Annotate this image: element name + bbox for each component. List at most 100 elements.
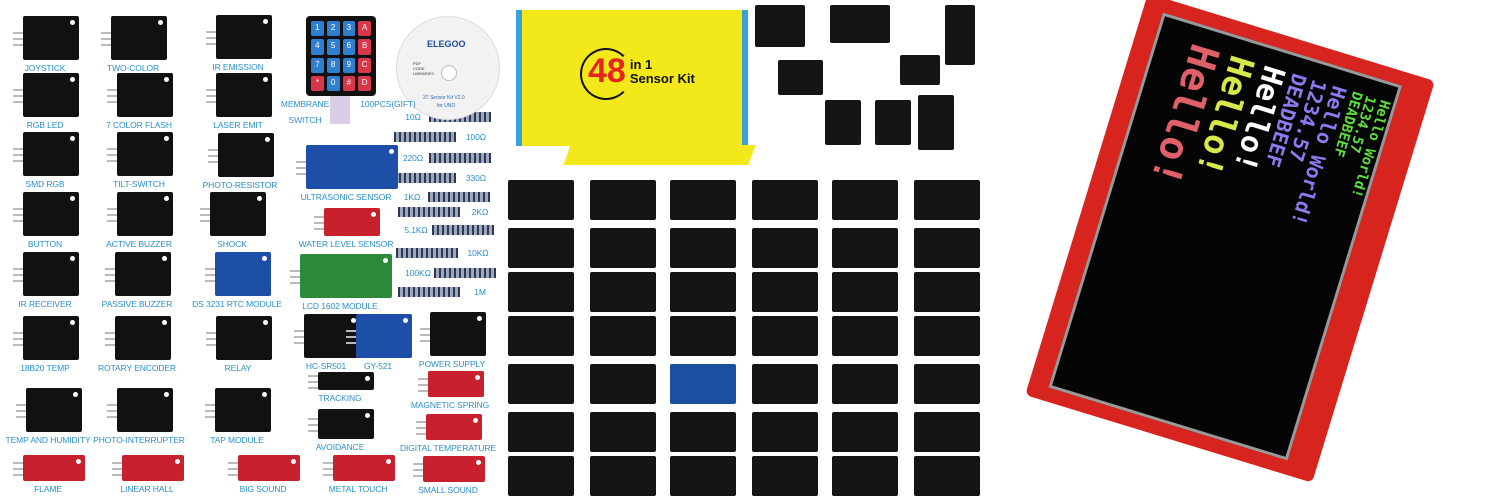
sensor-module — [752, 412, 818, 452]
cd-line: CODE — [413, 66, 425, 71]
sensor-module — [208, 133, 274, 177]
sensor-module — [914, 316, 980, 356]
elegoo-cd: ELEGOO PDF CODE LIBRARIES 37 Sensor Kit … — [396, 16, 500, 120]
header-pin — [308, 381, 318, 383]
header-pin — [107, 416, 117, 418]
header-pin — [13, 160, 23, 162]
box-line2: Sensor Kit — [629, 70, 695, 86]
keypad-key: D — [358, 75, 371, 91]
header-pin — [13, 280, 23, 282]
sensor-module — [107, 388, 173, 432]
header-pin — [13, 220, 23, 222]
header-pin — [294, 330, 304, 332]
resistor-strip — [398, 207, 460, 217]
resistor-strip — [394, 173, 456, 183]
header-pin — [13, 154, 23, 156]
resistor-value-label: 330Ω — [465, 173, 487, 183]
module-label: IR EMISSION — [212, 62, 264, 72]
sensor-module — [918, 95, 954, 150]
module-label: POWER SUPPLY — [418, 359, 486, 369]
header-pin — [13, 274, 23, 276]
mount-hole — [162, 256, 167, 261]
cd-line: PDF — [413, 61, 421, 66]
resistor-value-label: 1KΩ — [403, 192, 421, 202]
keypad-key: A — [358, 21, 371, 37]
header-pin — [112, 468, 122, 470]
sensor-module — [508, 228, 574, 268]
resistor-value-label: 5.1KΩ — [404, 225, 428, 235]
sensor-module — [508, 272, 574, 312]
module-label: ULTRASONIC SENSOR — [300, 192, 392, 202]
header-pin — [208, 161, 218, 163]
resistor-value-label: 100Ω — [465, 132, 487, 142]
header-pin — [13, 148, 23, 150]
mount-hole — [70, 20, 75, 25]
header-pin — [418, 390, 428, 392]
header-pin — [413, 463, 423, 465]
module-label: PASSIVE BUZZER — [101, 299, 173, 309]
module-label: BIG SOUND — [239, 484, 287, 494]
sensor-module — [670, 272, 736, 312]
sensor-module — [752, 316, 818, 356]
keypad-key: 7 — [311, 57, 324, 73]
header-pin — [105, 332, 115, 334]
header-pin — [228, 462, 238, 464]
header-pin — [112, 462, 122, 464]
module-label: AVOIDANCE — [315, 442, 365, 452]
module-label: MAGNETIC SPRING — [410, 400, 490, 410]
sensor-module — [914, 456, 980, 496]
mount-hole — [386, 459, 391, 464]
module-label: TAP MODULE — [210, 435, 264, 445]
module-label: RGB LED — [26, 120, 64, 130]
box-line1: in 1 — [629, 56, 653, 72]
header-pin — [13, 338, 23, 340]
header-pin — [13, 344, 23, 346]
sensor-module — [590, 228, 656, 268]
module-label: SMD RGB — [25, 179, 65, 189]
mount-hole — [263, 320, 268, 325]
sensor-module — [752, 272, 818, 312]
header-pin — [112, 474, 122, 476]
sensor-module — [413, 456, 485, 482]
sensor-module — [228, 455, 300, 481]
header-pin — [107, 214, 117, 216]
resistor-strip — [428, 192, 490, 202]
header-pin — [13, 332, 23, 334]
header-pin — [101, 44, 111, 46]
mount-hole — [162, 320, 167, 325]
cd-title: 37 Sensor Kit V2.0 — [423, 95, 465, 101]
sensor-module — [830, 5, 890, 43]
header-pin — [296, 167, 306, 169]
sensor-module — [13, 192, 79, 236]
module-label: JOYSTICK — [24, 63, 66, 73]
header-pin — [107, 220, 117, 222]
mount-hole — [477, 316, 482, 321]
keypad-key: 3 — [342, 21, 356, 37]
keypad-key: C — [358, 57, 371, 73]
sensor-module — [670, 364, 736, 404]
keypad-key: 5 — [326, 39, 340, 55]
mount-hole — [164, 196, 169, 201]
header-pin — [107, 404, 117, 406]
module-label: METAL TOUCH — [328, 484, 388, 494]
header-pin — [416, 427, 426, 429]
module-label: FLAME — [34, 484, 62, 494]
header-pin — [323, 468, 333, 470]
header-pin — [205, 404, 215, 406]
resistor-value-label: 100KΩ — [405, 268, 431, 278]
header-pin — [13, 95, 23, 97]
mount-hole — [164, 136, 169, 141]
module-label: BUTTON — [27, 239, 63, 249]
header-pin — [107, 410, 117, 412]
mount-hole — [265, 137, 270, 142]
header-pin — [308, 418, 318, 420]
sensor-module — [323, 455, 395, 481]
sensor-module — [508, 316, 574, 356]
header-pin — [206, 31, 216, 33]
sensor-module — [914, 272, 980, 312]
sensor-module — [418, 371, 484, 397]
keypad-key: 2 — [326, 21, 340, 37]
sensor-module — [670, 180, 736, 220]
mount-hole — [175, 459, 180, 464]
